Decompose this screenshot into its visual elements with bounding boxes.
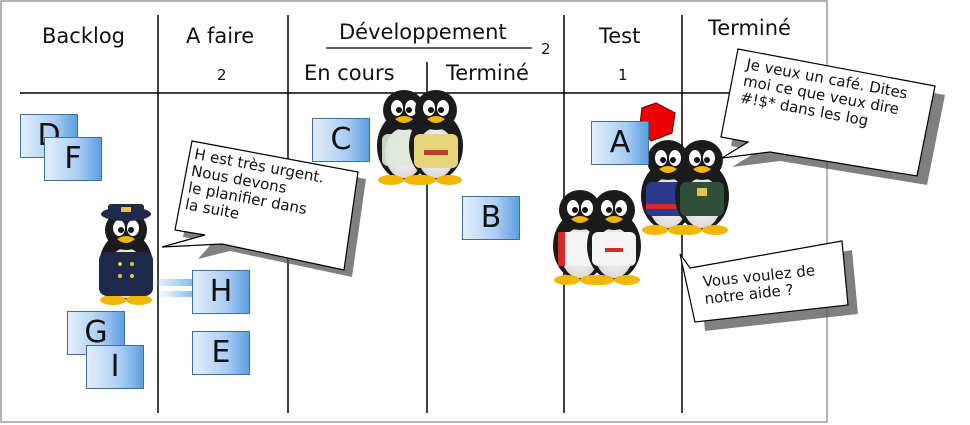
card-e[interactable]: E: [192, 331, 250, 375]
card-label: A: [609, 125, 631, 160]
column-title-backlog: Backlog: [42, 24, 125, 48]
speech-bubble-urgent: [161, 140, 366, 277]
speech-bubble-help: [679, 240, 858, 331]
card-label: F: [64, 141, 82, 176]
card-h[interactable]: H: [192, 270, 250, 314]
card-label: B: [480, 200, 502, 235]
column-title-test: Test: [599, 24, 641, 48]
card-i[interactable]: I: [86, 345, 144, 389]
card-c[interactable]: C: [312, 118, 370, 162]
card-b[interactable]: B: [462, 196, 520, 240]
subcolumn-title-in-progress: En cours: [304, 61, 395, 85]
tester-penguin-icon: [675, 140, 729, 235]
speech-bubble-coffee: [720, 48, 945, 185]
wip-limit-todo: 2: [217, 66, 227, 84]
speed-line: [158, 291, 200, 297]
card-label: E: [211, 335, 231, 370]
tester-penguin-icon: [587, 190, 641, 285]
column-title-development: Développement: [339, 20, 507, 44]
card-a[interactable]: A: [591, 121, 649, 165]
wip-limit-development: 2: [541, 40, 551, 58]
wip-limit-test: 1: [618, 66, 628, 84]
pilot-penguin-icon: [99, 204, 153, 305]
developer-penguin-icon: [409, 90, 463, 185]
speed-line: [150, 279, 200, 286]
card-f[interactable]: F: [44, 137, 102, 181]
card-label: I: [110, 349, 120, 384]
card-label: H: [209, 274, 233, 309]
card-label: C: [330, 122, 352, 157]
column-title-done: Terminé: [708, 16, 791, 40]
card-label: G: [84, 315, 108, 350]
column-title-todo: A faire: [186, 24, 255, 48]
subcolumn-title-dev-done: Terminé: [446, 61, 529, 85]
